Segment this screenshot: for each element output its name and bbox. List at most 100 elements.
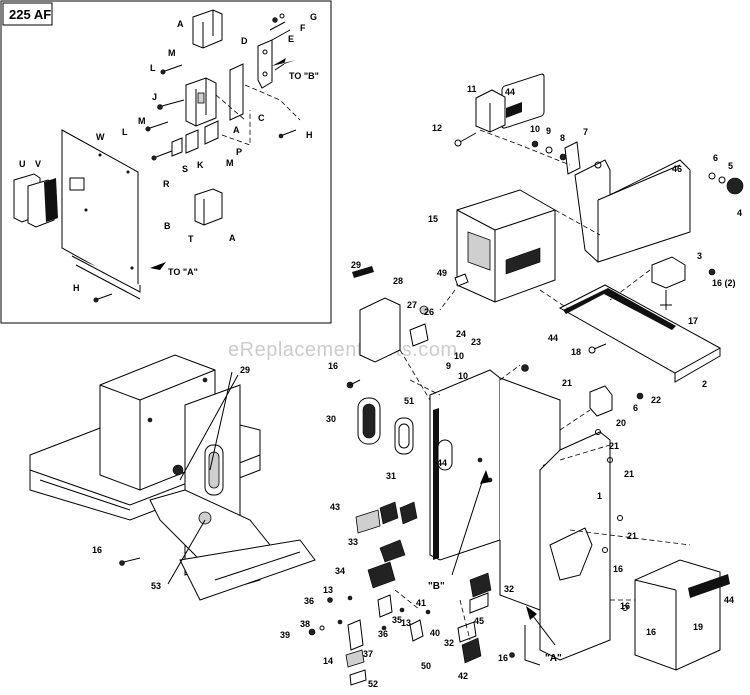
callout-12: 12 [432, 123, 442, 133]
callout-34: 34 [335, 566, 345, 576]
callout-27: 27 [407, 300, 417, 310]
callout-35: 35 [392, 615, 402, 625]
callout-8: 8 [560, 133, 565, 143]
callout-16-b: 16 [613, 564, 623, 574]
callout-9-b: 9 [446, 361, 451, 371]
inset-label-a1: A [177, 19, 184, 29]
callout-36-a: 36 [304, 596, 314, 606]
inset-label-m1: M [168, 48, 176, 58]
inset-label-d: D [241, 36, 248, 46]
callout-21-a: 21 [562, 378, 572, 388]
callout-6-a: 6 [713, 153, 718, 163]
callout-10-b: 10 [454, 351, 464, 361]
inset-label-k: K [197, 160, 204, 170]
callout-44-c: 44 [437, 458, 447, 468]
callout-21-d: 21 [627, 531, 637, 541]
callout-16-d: 16 [498, 653, 508, 663]
inset-label-p: P [236, 147, 242, 157]
inset-label-b: B [164, 221, 171, 231]
callout-32-b: 32 [444, 638, 454, 648]
callout-21-c: 21 [624, 469, 634, 479]
inset-label-l2: L [122, 127, 128, 137]
callout-40: 40 [430, 628, 440, 638]
inset-label-h1: H [306, 130, 313, 140]
controller-assembly [439, 73, 744, 383]
pointer-labels: "B" "A" [428, 581, 562, 664]
inset-label-s: S [182, 164, 188, 174]
callout-28: 28 [393, 276, 403, 286]
callout-50: 50 [421, 661, 431, 671]
callout-18: 18 [571, 347, 581, 357]
callout-11: 11 [467, 84, 477, 94]
callout-16-f: 16 [92, 545, 102, 555]
callout-6-b: 6 [633, 403, 638, 413]
callout-49: 49 [437, 268, 447, 278]
callout-16-e: 16 [646, 627, 656, 637]
callout-13-a: 13 [323, 585, 333, 595]
callout-45: 45 [474, 616, 484, 626]
callout-32-a: 32 [504, 584, 514, 594]
inset-label-f: F [300, 23, 306, 33]
control-box-assembly [308, 266, 730, 686]
callout-16-a: 16 [328, 361, 338, 371]
callout-31: 31 [386, 471, 396, 481]
callout-17: 17 [688, 316, 698, 326]
inset-panel: 225 AF [0, 0, 332, 324]
callout-4: 4 [737, 208, 742, 218]
callout-29-b: 29 [240, 365, 250, 375]
callout-2: 2 [702, 379, 707, 389]
inset-label-g: G [310, 12, 317, 22]
callout-13-b: 13 [401, 618, 411, 628]
pointer-label-a: "A" [545, 653, 562, 664]
callout-20: 20 [616, 418, 626, 428]
inset-label-e: E [288, 34, 294, 44]
inset-label-to-b: TO "B" [289, 71, 319, 81]
callout-51: 51 [404, 396, 414, 406]
callout-37: 37 [363, 649, 373, 659]
callout-46: 46 [672, 164, 682, 174]
inset-label-a2: A [233, 125, 240, 135]
callout-14: 14 [323, 656, 333, 666]
callout-9-a: 9 [546, 126, 551, 136]
inset-label-m3: M [226, 158, 234, 168]
callout-23: 23 [471, 337, 481, 347]
callout-53: 53 [151, 581, 161, 591]
callout-15: 15 [428, 214, 438, 224]
callout-1: 1 [597, 491, 602, 501]
callout-10-a: 10 [530, 124, 540, 134]
callout-41: 41 [416, 598, 426, 608]
callout-42: 42 [458, 671, 468, 681]
callout-10-c: 10 [458, 371, 468, 381]
callout-21-b: 21 [609, 441, 619, 451]
callout-24: 24 [456, 329, 466, 339]
callout-5: 5 [728, 161, 733, 171]
inset-label-to-a: TO "A" [168, 267, 198, 277]
callout-38: 38 [300, 619, 310, 629]
callout-29-a: 29 [351, 260, 361, 270]
callout-30: 30 [326, 414, 336, 424]
callout-19: 19 [693, 622, 703, 632]
inset-label-l1: L [150, 63, 156, 73]
inset-label-a3: A [229, 233, 236, 243]
generator-assembly [29, 354, 316, 601]
callout-3: 3 [697, 251, 702, 261]
inset-label-h2: H [73, 283, 80, 293]
inset-label-w: W [96, 132, 105, 142]
callout-16-c: 16 [620, 601, 630, 611]
inset-label-u: U [19, 159, 26, 169]
callout-7: 7 [583, 127, 588, 137]
callout-36-b: 36 [378, 629, 388, 639]
inset-label-m2: M [138, 116, 146, 126]
inset-label-c: C [258, 113, 265, 123]
callout-52: 52 [368, 679, 378, 689]
callout-44-b: 44 [548, 333, 558, 343]
callout-16-2: 16 (2) [712, 278, 736, 288]
inset-labels: A G M D E F L TO "B" J C A H L M W P S K… [19, 12, 319, 293]
callout-39: 39 [280, 630, 290, 640]
callout-22: 22 [651, 395, 661, 405]
callout-44-d: 44 [724, 595, 734, 605]
callout-44-a: 44 [505, 87, 515, 97]
callout-26: 26 [424, 307, 434, 317]
callout-labels: 11 44 12 10 9 8 7 46 6 5 4 3 15 49 16 (2… [92, 84, 742, 689]
